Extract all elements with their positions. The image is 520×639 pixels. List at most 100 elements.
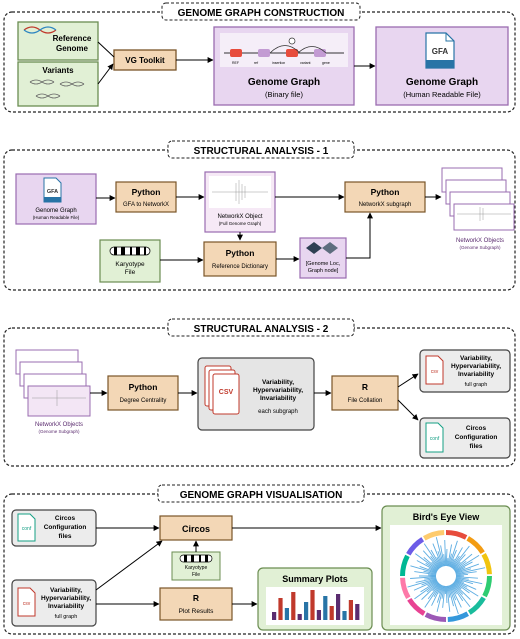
- reference-genome-label-1: Reference: [53, 34, 92, 43]
- vis-csv-line-1: Variability,: [50, 587, 82, 594]
- s1-networkx-subgraph-title: NetworkX Objects: [456, 238, 504, 244]
- reference-genome-label-2: Genome: [56, 44, 89, 53]
- section-structural1-title: STRUCTURAL ANALYSIS - 1: [194, 146, 329, 157]
- vis-csv-subtitle: full graph: [55, 614, 78, 620]
- dna-variants-icon: [29, 79, 85, 99]
- s2-r-collation-subtitle: File Collation: [348, 398, 383, 404]
- vis-summary-plots-title: Summary Plots: [282, 574, 348, 584]
- section-structural2-title: STRUCTURAL ANALYSIS - 2: [194, 324, 329, 335]
- vis-csv-line-3: Invariability: [48, 603, 85, 610]
- s1-networkx-subgraph-subtitle: (Genome Subgraph): [459, 245, 501, 250]
- s1-python-refdict-title: Python: [226, 248, 255, 258]
- s1-karyotype-label-2: File: [125, 269, 136, 276]
- s1-gfa-title: Genome Graph: [35, 208, 76, 214]
- s2-csv-file-icon: csv: [425, 355, 444, 385]
- s2-conf-line-3: files: [469, 443, 482, 450]
- s2-conf-file-icon: conf: [425, 422, 444, 453]
- s1-python-gfa-title: Python: [132, 187, 161, 197]
- vis-karyotype-label-2: File: [192, 572, 200, 578]
- svg-text:variant: variant: [300, 61, 311, 65]
- svg-text:conf: conf: [430, 436, 440, 442]
- s1-python-gfa-node: [115, 181, 177, 213]
- vis-circos-label: Circos: [182, 524, 210, 534]
- section-structural2-title-box: [167, 318, 355, 337]
- svg-text:GFA: GFA: [432, 47, 449, 56]
- vis-conf-line-3: files: [58, 533, 71, 540]
- s2-csv-fullgraph-line-3: Invariability: [458, 371, 495, 378]
- s1-python-refdict-node: [203, 241, 277, 277]
- s2-conf-line-1: Circos: [466, 425, 487, 432]
- s2-csv-stack-icon: CSV: [204, 365, 240, 415]
- section-structural1-title-box: [167, 140, 355, 159]
- s1-python-refdict-subtitle: Reference Dictionary: [212, 264, 268, 270]
- s2-csv-fullgraph-line-1: Variability,: [460, 355, 492, 362]
- section-visualisation-title: GENOME GRAPH VISUALISATION: [180, 490, 343, 501]
- vg-toolkit-label: VG Toolkit: [125, 56, 165, 65]
- s2-python-degree-title: Python: [129, 382, 158, 392]
- vis-circos-plot-thumbnail: [400, 530, 492, 622]
- s2-python-degree-node: [107, 375, 179, 411]
- s2-r-collation-title: R: [362, 382, 368, 392]
- s1-networkx-full-title: NetworkX Object: [217, 214, 262, 220]
- s2-csv-line-1: Variability,: [262, 379, 294, 386]
- s1-gfa-subtitle: (Human Readable File): [33, 215, 80, 220]
- s2-csv-line-3: Invariability: [260, 395, 297, 402]
- s2-networkx-subgraph-title: NetworkX Objects: [35, 422, 83, 428]
- s2-conf-line-2: Configuration: [455, 434, 498, 441]
- svg-text:ref: ref: [254, 61, 258, 65]
- svg-text:GFA: GFA: [47, 189, 58, 195]
- s2-csv-fullgraph-line-2: Hypervariability,: [451, 363, 501, 370]
- s2-r-collation-node: [331, 375, 399, 411]
- vis-circos-node: [159, 515, 233, 541]
- svg-text:insertion: insertion: [272, 61, 285, 65]
- s2-python-degree-subtitle: Degree Centrality: [120, 398, 167, 404]
- svg-text:csv: csv: [431, 369, 439, 375]
- genome-graph-gfa-subtitle: (Human Readable File): [403, 90, 481, 99]
- s2-networkx-subgraph-stack: [15, 349, 91, 417]
- vis-csv-file-icon: csv: [17, 587, 36, 617]
- section-construction-title-box: [161, 2, 361, 21]
- vis-karyotype-label-1: Karyotype: [185, 565, 208, 571]
- vis-conf-line-1: Circos: [55, 515, 76, 522]
- vis-birds-eye-title: Bird's Eye View: [413, 512, 481, 522]
- reference-genome-node: [17, 21, 99, 61]
- s1-networkx-full-subtitle: (Full Genome Graph): [219, 221, 262, 226]
- vis-conf-line-2: Configuration: [44, 524, 87, 531]
- dna-icon: [23, 26, 57, 34]
- svg-text:csv: csv: [23, 601, 31, 607]
- s1-database-icon: [306, 242, 338, 254]
- vis-karyotype-icon: [179, 554, 213, 563]
- s1-python-gfa-subtitle: GFA to NetworkX: [123, 202, 169, 208]
- s1-genome-loc-node: [299, 237, 347, 279]
- s1-python-subgraph-node: [344, 181, 426, 213]
- s1-network-plot-icon: [212, 180, 268, 204]
- karyotype-icon: [109, 246, 151, 256]
- svg-text:CSV: CSV: [219, 389, 234, 396]
- section-construction-title: GENOME GRAPH CONSTRUCTION: [178, 8, 345, 19]
- genome-graph-binary-subtitle: (Binary file): [265, 90, 303, 99]
- s2-csv-fullgraph-subtitle: full graph: [465, 382, 488, 388]
- s1-python-subgraph-title: Python: [371, 187, 400, 197]
- vis-csv-line-2: Hypervariability,: [41, 595, 91, 602]
- s1-genome-loc-label-1: [Genome Loc,: [306, 261, 341, 267]
- svg-text:conf: conf: [22, 526, 32, 532]
- vis-r-plot-subtitle: Plot Results: [179, 608, 214, 615]
- vis-conf-file-icon: conf: [17, 513, 36, 542]
- s1-genome-loc-label-2: Graph node]: [308, 268, 339, 274]
- mini-graph-icon: REF ref insertion variant gene: [224, 37, 344, 65]
- s2-csv-subtitle: each subgraph: [258, 409, 298, 415]
- vis-r-plot-title: R: [193, 593, 199, 603]
- s1-karyotype-label-1: Karyotype: [115, 261, 145, 268]
- s1-gfa-file-icon: GFA: [43, 177, 62, 203]
- variants-label: Variants: [42, 66, 74, 75]
- svg-text:REF: REF: [232, 61, 239, 65]
- section-visualisation-title-box: [157, 484, 365, 503]
- s1-networkx-subgraph-stack: [441, 167, 515, 231]
- gfa-file-icon: GFA: [425, 32, 455, 69]
- s1-python-subgraph-subtitle: NetworkX subgraph: [359, 202, 412, 208]
- genome-graph-binary-title: Genome Graph: [248, 77, 320, 88]
- genome-graph-gfa-title: Genome Graph: [406, 77, 478, 88]
- s2-csv-line-2: Hypervariability,: [253, 387, 303, 394]
- svg-text:gene: gene: [322, 61, 330, 65]
